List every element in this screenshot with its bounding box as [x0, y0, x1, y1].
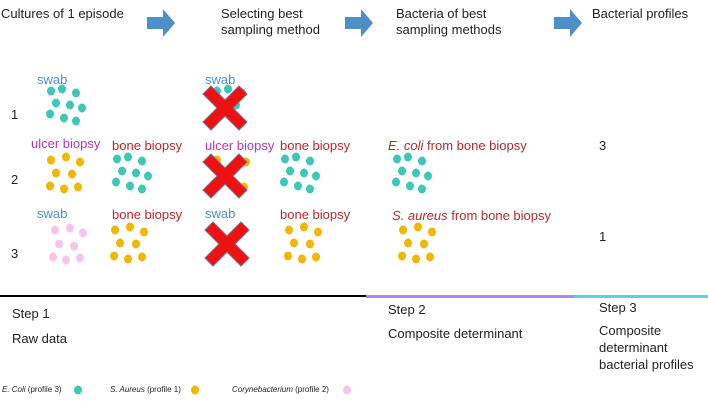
ecoli-cluster — [280, 152, 320, 194]
saureus-cluster — [46, 152, 84, 194]
saureus-cluster — [398, 222, 436, 264]
arrow-right-icon — [147, 9, 175, 37]
label-ulcer-biopsy: ulcer biopsy — [205, 138, 275, 153]
legend-saureus-profile: (profile 1) — [144, 385, 181, 394]
legend-ecoli-dot — [74, 385, 82, 395]
arrow-right-icon — [554, 9, 582, 37]
step3-desc: Composite determinant bacterial profiles — [599, 323, 694, 372]
step3-title: Step 3 — [599, 300, 637, 315]
legend-coryne-dot — [343, 385, 351, 395]
legend-ecoli-profile: (profile 3) — [25, 385, 62, 394]
row-number-3: 3 — [11, 246, 19, 261]
header-bacteria: Bacteria of best sampling methods — [396, 6, 502, 37]
legend-saureus-dot — [191, 385, 199, 395]
legend-coryne-name: Corynebacterium — [232, 385, 293, 394]
row-number-1: 1 — [11, 107, 19, 122]
ecoli-cluster — [112, 152, 152, 194]
organism-source: from bone biopsy — [447, 208, 551, 223]
ecoli-cluster — [392, 152, 432, 194]
result-row3: S. aureus from bone biopsy — [392, 208, 551, 223]
arrow-right-icon — [345, 9, 373, 37]
step2-line — [366, 295, 574, 298]
label-swab: swab — [205, 72, 236, 87]
row-number-2: 2 — [11, 172, 19, 187]
cross-icon — [202, 85, 248, 131]
saureus-cluster — [110, 222, 148, 264]
label-bone-biopsy: bone biopsy — [112, 207, 183, 222]
profile-value-row2: 3 — [599, 138, 607, 153]
profile-value-row3: 1 — [599, 229, 607, 244]
label-ulcer-biopsy: ulcer biopsy — [31, 136, 101, 151]
label-bone-biopsy: bone biopsy — [280, 138, 351, 153]
step1-title: Step 1 — [12, 306, 50, 321]
label-swab: swab — [205, 206, 236, 221]
legend-coryne: Corynebacterium (profile 2) — [232, 385, 329, 394]
cross-icon — [202, 153, 248, 199]
organism-name: S. aureus — [392, 208, 448, 223]
organism-source: from bone biopsy — [423, 138, 527, 153]
step1-line — [0, 295, 366, 297]
legend-ecoli-name: E. Coli — [2, 385, 26, 394]
header-selecting: Selecting best sampling method — [221, 6, 320, 37]
legend-coryne-profile: (profile 2) — [292, 385, 329, 394]
label-swab: swab — [37, 206, 68, 221]
step2-title: Step 2 — [388, 302, 426, 317]
organism-name: E. coli — [388, 138, 424, 153]
legend-saureus-name: S. Aureus — [110, 385, 145, 394]
legend-ecoli: E. Coli (profile 3) — [2, 385, 62, 394]
step3-line — [574, 295, 708, 298]
header-profiles: Bacterial profiles — [592, 6, 689, 21]
corynebacterium-cluster — [49, 223, 87, 265]
cross-icon — [204, 221, 250, 267]
label-bone-biopsy: bone biopsy — [112, 138, 183, 153]
step1-desc: Raw data — [12, 331, 67, 346]
result-row2: E. coli from bone biopsy — [388, 138, 527, 153]
legend-saureus: S. Aureus (profile 1) — [110, 385, 181, 394]
label-bone-biopsy: bone biopsy — [280, 207, 351, 222]
ecoli-cluster — [46, 84, 86, 126]
header-cultures: Cultures of 1 episode — [1, 6, 124, 21]
label-swab: swab — [37, 72, 68, 87]
step2-desc: Composite determinant — [388, 326, 523, 341]
saureus-cluster — [284, 222, 322, 264]
